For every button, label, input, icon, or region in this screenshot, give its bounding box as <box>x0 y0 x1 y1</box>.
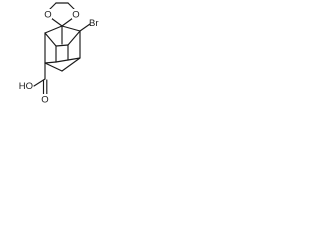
molecule-diagram: O O Br HO O <box>19 2 99 106</box>
bond-inner-horizontal <box>55 44 69 47</box>
bond-spiro-top-right <box>61 25 81 32</box>
bond-bottom-front-right <box>61 57 81 72</box>
atom-o-carbonyl: O <box>41 95 48 106</box>
bond-bottom-left <box>44 61 57 64</box>
label-bg-o-carbonyl <box>41 94 49 104</box>
carboxylic-acid-group <box>33 62 48 95</box>
atom-br: Br <box>89 18 99 29</box>
bond-inner-lower <box>55 59 69 63</box>
bond-upper-right-inner <box>67 30 81 46</box>
structure-canvas: O O Br HO O <box>0 0 114 108</box>
bond-o-spiro-left <box>50 17 63 27</box>
bond-upper-left-inner <box>44 32 57 47</box>
dioxolane-ring <box>48 2 76 27</box>
bond-o-ch2-left <box>48 2 57 11</box>
atom-o-right: O <box>72 10 79 21</box>
atom-ho: HO <box>19 81 33 92</box>
bond-c-br <box>79 23 91 32</box>
label-bg-o-left <box>44 9 52 19</box>
bond-ch2-o-right <box>67 2 76 11</box>
bond-o-spiro-right <box>61 17 74 27</box>
bond-bottom-front-left <box>44 62 63 72</box>
cage-skeleton <box>44 25 81 72</box>
atom-o-left: O <box>44 10 51 21</box>
bond-bottom-right <box>67 57 81 61</box>
label-bg-o-right <box>72 9 80 19</box>
bond-spiro-top-left <box>44 25 63 34</box>
